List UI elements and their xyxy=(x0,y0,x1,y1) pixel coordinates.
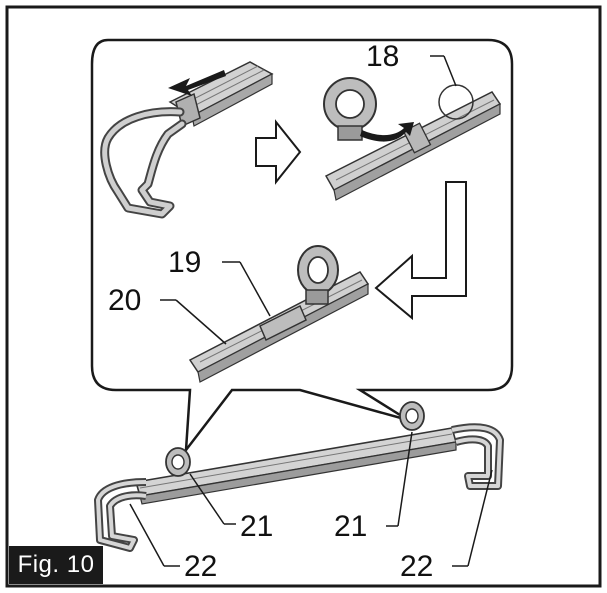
step-arrow-down-left-icon xyxy=(374,181,467,321)
step-arrow-right-icon xyxy=(255,119,302,185)
callout-21-right: 21 xyxy=(334,510,367,543)
callout-22-right: 22 xyxy=(400,550,433,583)
insert-arrow-icon xyxy=(360,122,414,142)
full-assembly-illustration xyxy=(94,401,504,552)
callout-18: 18 xyxy=(366,40,399,73)
pull-arrow-icon xyxy=(168,70,226,96)
step2-illustration xyxy=(323,77,502,201)
callout-19: 19 xyxy=(168,246,201,279)
callout-22-left: 22 xyxy=(184,550,217,583)
step1-illustration xyxy=(100,61,274,219)
callout-21-left: 21 xyxy=(240,510,273,543)
step3-illustration xyxy=(188,245,370,383)
figure-label: Fig. 10 xyxy=(9,546,103,584)
callout-20: 20 xyxy=(108,284,141,317)
